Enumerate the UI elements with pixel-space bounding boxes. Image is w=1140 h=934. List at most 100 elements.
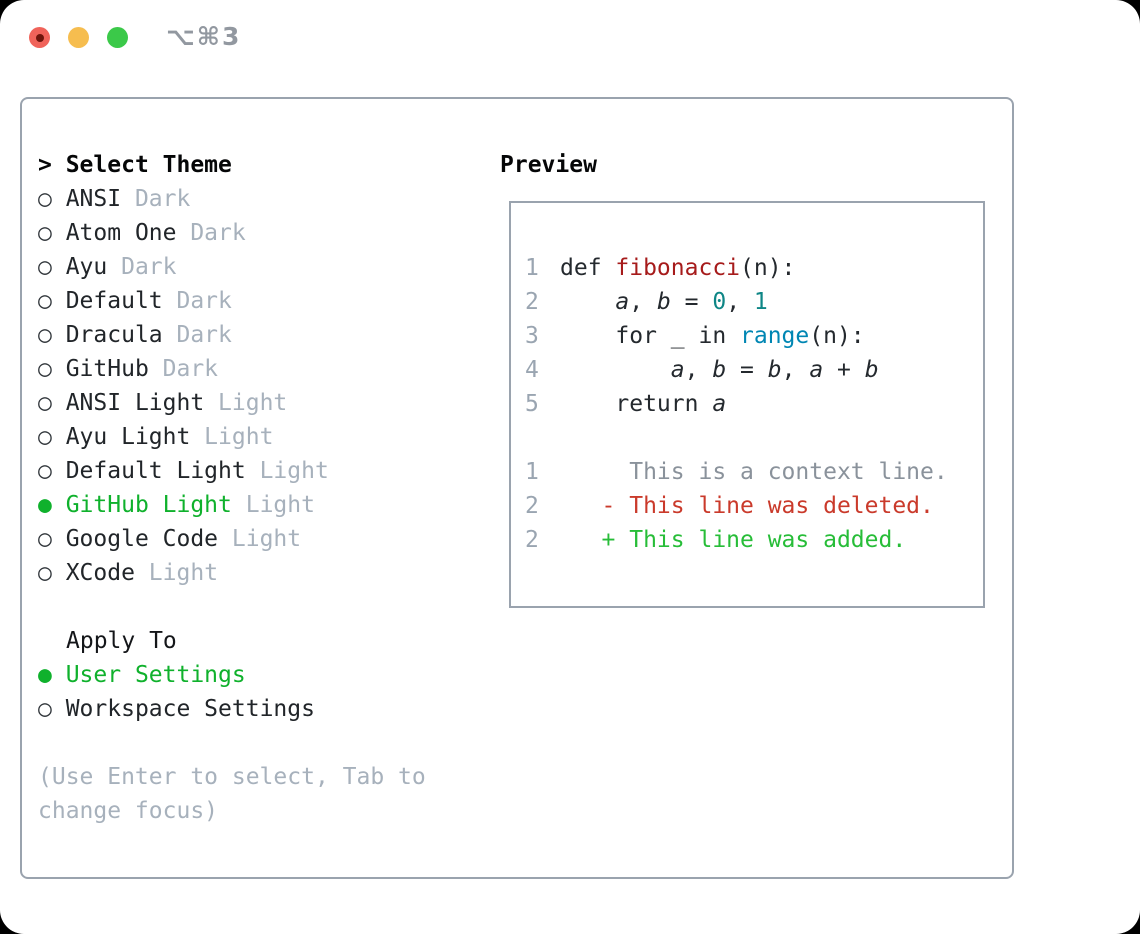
theme-option[interactable]: ○ Ayu Light Light xyxy=(38,420,426,454)
theme-option[interactable]: ○ Dracula Dark xyxy=(38,318,426,352)
radio-icon: ○ xyxy=(38,288,66,314)
theme-option[interactable]: ○ Atom One Dark xyxy=(38,216,426,250)
theme-variant-tag: Dark xyxy=(121,186,191,212)
radio-icon: ○ xyxy=(38,526,66,552)
theme-variant-tag: Light xyxy=(218,526,302,552)
prompt-caret-icon: > xyxy=(38,152,66,178)
theme-name: ANSI xyxy=(65,186,122,212)
theme-option[interactable]: ○ Ayu Dark xyxy=(38,250,426,284)
spacer xyxy=(38,590,426,624)
token-plain: + xyxy=(823,357,865,383)
radio-icon: ○ xyxy=(38,458,66,484)
theme-picker-panel: > Select Theme ○ ANSI Dark○ Atom One Dar… xyxy=(20,97,1014,879)
diff-line: 1 This is a context line. xyxy=(525,455,983,489)
code-line: 2 a, b = 0, 1 xyxy=(525,285,983,319)
theme-name: Atom One xyxy=(65,220,177,246)
token-plain: def xyxy=(560,255,616,281)
keyboard-hint-line-1: (Use Enter to select, Tab to xyxy=(38,764,426,790)
radio-selected-icon: ● xyxy=(38,662,66,688)
radio-icon: ○ xyxy=(38,424,66,450)
code-line: 1 def fibonacci(n): xyxy=(525,251,983,285)
unsaved-dot-icon xyxy=(35,33,44,42)
theme-name: XCode xyxy=(65,560,135,586)
theme-option[interactable]: ○ Google Code Light xyxy=(38,522,426,556)
code-line: 5 return a xyxy=(525,387,983,421)
keyboard-hint-line-2: change focus) xyxy=(38,798,219,824)
token-plain: , xyxy=(684,357,713,383)
radio-icon: ○ xyxy=(38,560,66,586)
theme-name: Google Code xyxy=(65,526,219,552)
select-theme-header: > Select Theme xyxy=(38,148,426,182)
theme-option[interactable]: ○ Default Dark xyxy=(38,284,426,318)
token-plain xyxy=(560,289,615,315)
theme-variant-tag: Dark xyxy=(107,254,177,280)
theme-list: ○ ANSI Dark○ Atom One Dark○ Ayu Dark○ De… xyxy=(38,182,426,590)
token-plain: = xyxy=(726,357,768,383)
theme-option[interactable]: ○ Default Light Light xyxy=(38,454,426,488)
theme-name: ANSI Light xyxy=(65,390,205,416)
diff-line: 2 + This line was added. xyxy=(525,523,983,557)
diff-line: 2 - This line was deleted. xyxy=(525,489,983,523)
token-var: b xyxy=(767,357,782,383)
token-call: range xyxy=(740,323,810,349)
radio-icon: ○ xyxy=(38,390,66,416)
token-var: b xyxy=(656,289,671,315)
spacer xyxy=(38,726,426,760)
token-var: a xyxy=(712,391,727,417)
apply-to-option[interactable]: ● User Settings xyxy=(38,658,426,692)
apply-to-label: User Settings xyxy=(65,662,246,688)
token-plain: (n): xyxy=(740,255,796,281)
theme-variant-tag: Light xyxy=(245,458,329,484)
window-titlebar: ⌥⌘3 xyxy=(0,0,1140,74)
code-line: 4 a, b = b, a + b xyxy=(525,353,983,387)
theme-variant-tag: Light xyxy=(190,424,274,450)
token-plain: return xyxy=(560,391,713,417)
theme-name: GitHub xyxy=(65,356,149,382)
theme-option[interactable]: ○ ANSI Dark xyxy=(38,182,426,216)
blank-line xyxy=(525,421,983,455)
theme-variant-tag: Dark xyxy=(162,322,232,348)
close-button[interactable] xyxy=(29,27,50,48)
line-number: 1 xyxy=(525,459,539,485)
theme-option[interactable]: ○ ANSI Light Light xyxy=(38,386,426,420)
theme-option[interactable]: ○ GitHub Dark xyxy=(38,352,426,386)
line-number: 2 xyxy=(525,289,539,315)
preview-title: Preview xyxy=(500,152,597,178)
token-plain: for _ in xyxy=(560,323,741,349)
theme-name: Ayu Light xyxy=(65,424,191,450)
radio-selected-icon: ● xyxy=(38,492,66,518)
theme-name: Default Light xyxy=(65,458,246,484)
theme-variant-tag: Light xyxy=(231,492,315,518)
token-plain: , xyxy=(781,357,810,383)
theme-name: Default xyxy=(65,288,163,314)
theme-variant-tag: Light xyxy=(204,390,288,416)
theme-variant-tag: Dark xyxy=(148,356,219,382)
token-plain: , xyxy=(629,289,657,315)
theme-variant-tag: Light xyxy=(134,560,219,586)
radio-icon: ○ xyxy=(38,356,66,382)
radio-icon: ○ xyxy=(38,220,66,246)
zoom-button[interactable] xyxy=(107,27,128,48)
radio-icon: ○ xyxy=(38,186,66,212)
theme-option[interactable]: ○ XCode Light xyxy=(38,556,426,590)
theme-variant-tag: Dark xyxy=(162,288,232,314)
code-line: 3 for _ in range(n): xyxy=(525,319,983,353)
token-plain xyxy=(560,357,671,383)
token-var: b xyxy=(864,357,879,383)
token-plain: , xyxy=(726,289,754,315)
token-numlit: 1 xyxy=(753,289,768,315)
minimize-button[interactable] xyxy=(68,27,89,48)
apply-to-option[interactable]: ○ Workspace Settings xyxy=(38,692,426,726)
theme-option[interactable]: ● GitHub Light Light xyxy=(38,488,426,522)
token-var: b xyxy=(712,357,727,383)
left-column: > Select Theme ○ ANSI Dark○ Atom One Dar… xyxy=(38,148,426,828)
radio-icon: ○ xyxy=(38,322,66,348)
apply-to-label: Workspace Settings xyxy=(65,696,315,722)
token-func: fibonacci xyxy=(615,255,741,281)
line-number: 1 xyxy=(525,255,539,281)
token-var: a xyxy=(615,289,630,315)
window-title: ⌥⌘3 xyxy=(166,22,242,51)
theme-variant-tag: Dark xyxy=(176,220,246,246)
